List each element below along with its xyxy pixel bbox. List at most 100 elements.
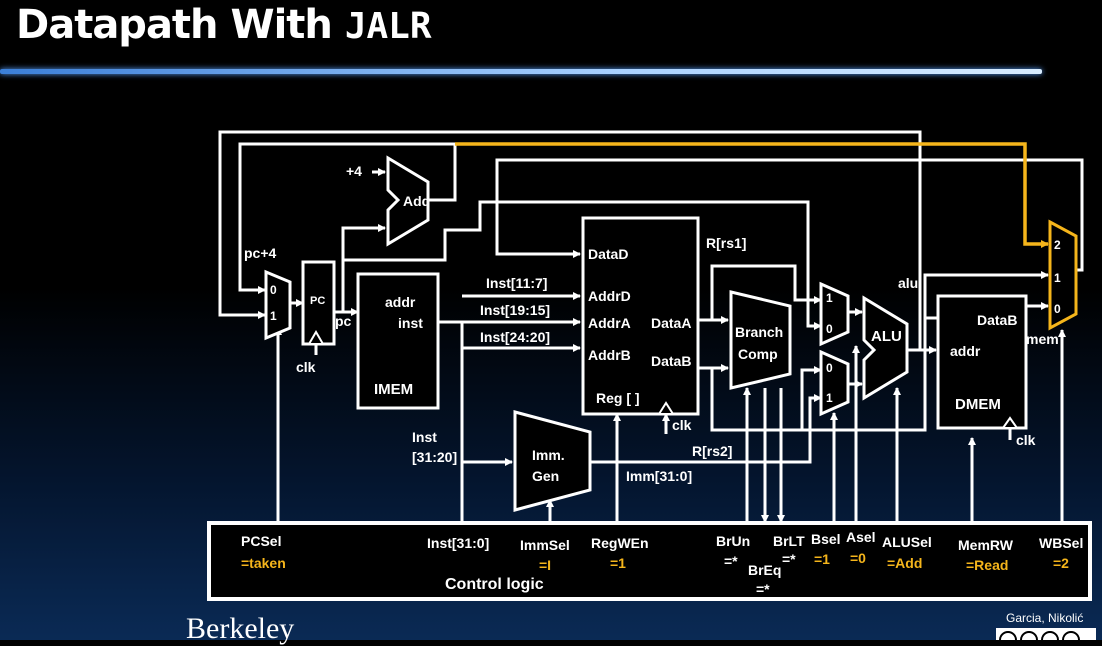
highlight-pc4-wb-path xyxy=(455,142,1049,248)
branch-label: Branch xyxy=(735,324,783,340)
clk-dmem-label: clk xyxy=(1016,432,1036,448)
brun-value: =* xyxy=(724,553,738,569)
immsel-value: =I xyxy=(539,557,551,573)
immsel-label: ImmSel xyxy=(520,537,570,553)
wbmux-1: 1 xyxy=(1054,271,1061,285)
clk-reg-label: clk xyxy=(672,417,692,433)
imm-label-1: Imm. xyxy=(532,447,565,463)
dmem-block xyxy=(936,294,1028,430)
plus4-label: +4 xyxy=(346,163,362,179)
control-signals: PCSel =taken Inst[31:0] ImmSel =I RegWEn… xyxy=(241,529,1083,597)
bsel-1: 1 xyxy=(826,391,833,405)
addrb-label: AddrB xyxy=(588,347,631,363)
imm-gen xyxy=(513,410,592,512)
regwen-value: =1 xyxy=(610,555,626,571)
regwen-label: RegWEn xyxy=(591,535,649,551)
pc-mux xyxy=(264,269,292,341)
dataa-label: DataA xyxy=(651,315,691,331)
wire-alu-to-wb xyxy=(923,271,1049,350)
inst-19-15-label: Inst[19:15] xyxy=(480,302,550,318)
asel-value: =0 xyxy=(850,550,866,566)
brlt-value: =* xyxy=(782,551,796,567)
alu-out-label: alu xyxy=(898,275,918,291)
comp-label: Comp xyxy=(738,346,778,362)
berkeley-logo: Berkeley xyxy=(186,612,295,645)
inst-31-20-label-b: [31:20] xyxy=(412,449,457,465)
wbmux-0: 0 xyxy=(1054,302,1061,316)
inst-24-20-label: Inst[24:20] xyxy=(480,329,550,345)
mem-label: mem xyxy=(1026,331,1059,347)
imm-out-label: Imm[31:0] xyxy=(626,468,692,484)
asel-1: 1 xyxy=(826,291,833,305)
wire-pc-to-asel xyxy=(343,200,822,330)
datab-label: DataB xyxy=(651,353,691,369)
imem-block xyxy=(356,272,440,410)
wbmux-2: 2 xyxy=(1054,238,1061,252)
pcmux-0: 0 xyxy=(270,283,277,297)
pcsel-value: =taken xyxy=(241,555,286,571)
wbsel-value: =2 xyxy=(1053,555,1069,571)
dmem-label: DMEM xyxy=(955,396,1001,413)
alusel-value: =Add xyxy=(887,555,922,571)
author-credit: Garcia, Nikolić xyxy=(1006,611,1084,625)
cc-license-icon xyxy=(996,628,1096,640)
wire-add-out xyxy=(428,144,457,202)
brlt-label: BrLT xyxy=(773,533,805,549)
reg-label: Reg [ ] xyxy=(596,390,640,406)
addrd-label: AddrD xyxy=(588,288,631,304)
alusel-label: ALUSel xyxy=(882,534,932,550)
title-text: Datapath With xyxy=(16,2,345,48)
memrw-value: =Read xyxy=(966,557,1008,573)
asel-mux xyxy=(819,281,850,347)
asel-label: Asel xyxy=(846,529,876,545)
bsel-mux xyxy=(819,349,850,417)
wire-pc4-to-pcmux xyxy=(238,142,455,294)
inst-31-20-label-a: Inst xyxy=(412,429,437,445)
wire-datab-to-dmem xyxy=(802,316,940,432)
pc-label: PC xyxy=(310,295,325,307)
imem-label: IMEM xyxy=(374,381,413,398)
slide-title: Datapath With JALR xyxy=(16,2,432,48)
alu-block xyxy=(862,295,909,401)
pc4-label: pc+4 xyxy=(244,245,277,261)
wire-inst-bus xyxy=(438,320,464,522)
wire-imm-to-bsel xyxy=(590,394,822,464)
breq-value: =* xyxy=(756,581,770,597)
wires xyxy=(218,130,1084,523)
title-rule xyxy=(0,69,1042,74)
brun-label: BrUn xyxy=(716,533,750,549)
title-jalr: JALR xyxy=(344,6,432,47)
control-logic-box xyxy=(207,521,1092,601)
inst-11-7-label: Inst[11:7] xyxy=(486,275,547,291)
bsel-0: 0 xyxy=(826,361,833,375)
diagram-labels: +4 Add pc+4 0 1 PC pc clk addr inst IMEM… xyxy=(244,163,1061,484)
bsel-label: Bsel xyxy=(811,531,841,547)
imm-label-2: Gen xyxy=(532,468,559,484)
dmem-datab-label: DataB xyxy=(977,312,1017,328)
inst-31-0-label: Inst[31:0] xyxy=(427,535,489,551)
dmem-addr-label: addr xyxy=(950,343,981,359)
pcsel-label: PCSel xyxy=(241,533,281,549)
register-file xyxy=(581,216,700,416)
alu-label: ALU xyxy=(871,328,902,345)
add-label: Add xyxy=(403,193,430,209)
pc-register xyxy=(301,260,336,346)
imem-addr-label: addr xyxy=(385,294,416,310)
imem-inst-label: inst xyxy=(398,315,423,331)
bsel-value: =1 xyxy=(814,551,830,567)
pc-out-label: pc xyxy=(335,313,352,329)
breq-label: BrEq xyxy=(748,562,781,578)
rrs1-label: R[rs1] xyxy=(706,235,746,251)
wire-pc-to-add xyxy=(341,224,386,312)
addra-label: AddrA xyxy=(588,315,631,331)
pcmux-1: 1 xyxy=(270,309,277,323)
branch-comp xyxy=(729,290,792,390)
memrw-label: MemRW xyxy=(958,537,1014,553)
asel-0: 0 xyxy=(826,322,833,336)
wire-wb-to-datad xyxy=(495,158,1084,272)
clk-pc-label: clk xyxy=(296,359,316,375)
wb-mux xyxy=(1048,219,1078,331)
rrs2-label: R[rs2] xyxy=(692,443,732,459)
datad-label: DataD xyxy=(588,246,628,262)
